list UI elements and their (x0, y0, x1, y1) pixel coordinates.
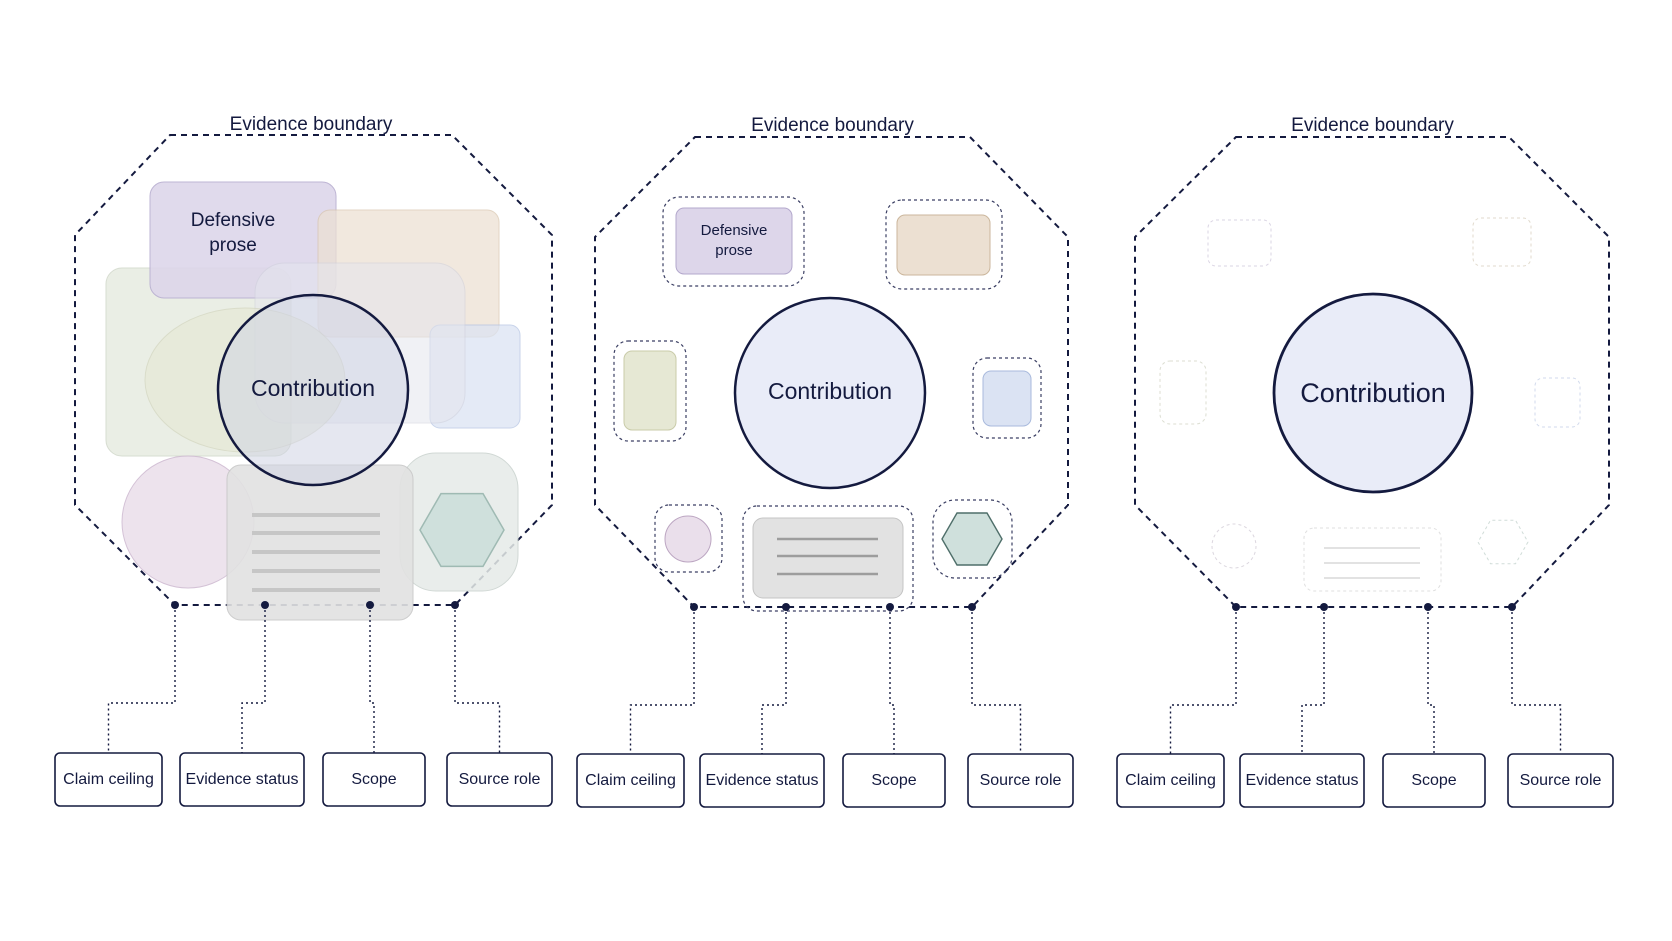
connector-line (369, 605, 375, 753)
connector-line (761, 607, 787, 754)
panel-title: Evidence boundary (1291, 115, 1454, 136)
contribution-label: Contribution (768, 378, 892, 404)
evidence-item-tan (896, 214, 991, 276)
attribute-label: Scope (1411, 772, 1456, 789)
boundary-contents: Contribution (1159, 217, 1581, 592)
defensive-prose-chip (675, 207, 793, 275)
container-teal (932, 499, 1013, 579)
boundary-contents: Contribution Defensive prose (105, 181, 521, 621)
container-blue (972, 357, 1042, 439)
evidence-item-hexagon (941, 512, 1003, 566)
attribute-label: Claim ceiling (63, 771, 154, 788)
contribution-circle (733, 296, 927, 490)
defensive-prose-label-1: Defensive (191, 210, 276, 231)
attribute-label: Source role (1520, 772, 1602, 789)
attribute-box (322, 752, 426, 807)
attribute-label: Evidence status (1246, 772, 1359, 789)
connector-line (971, 607, 1022, 754)
attribute-box (1116, 753, 1225, 808)
contribution-label: Contribution (251, 375, 375, 401)
attribute-box (446, 752, 553, 807)
attribute-box (842, 753, 946, 808)
ghost-item-blue (1534, 377, 1581, 428)
attribute-label: Source role (980, 772, 1062, 789)
connector-line (1427, 607, 1435, 754)
evidence-boundary (594, 136, 1069, 608)
attribute-box (699, 753, 825, 808)
container-pink (654, 504, 723, 573)
evidence-boundary (74, 134, 553, 606)
attribute-label: Claim ceiling (585, 772, 676, 789)
attribute-box (967, 753, 1074, 808)
ghost-item-pink (1211, 523, 1257, 569)
connector-line (629, 607, 695, 754)
container-purple (662, 196, 805, 287)
ghost-item-hexagon (1477, 519, 1529, 565)
ghost-item-gray (1303, 527, 1442, 592)
evidence-item-gray (226, 464, 414, 621)
attribute-label: Evidence status (706, 772, 819, 789)
evidence-item-olive (623, 350, 677, 431)
ghost-item-olive (1159, 360, 1207, 425)
container-olive (613, 340, 687, 442)
connector-line (241, 605, 266, 753)
ghost-item-purple (1207, 219, 1272, 267)
attribute-box (54, 752, 163, 807)
attribute-label: Claim ceiling (1125, 772, 1216, 789)
panel-title: Evidence boundary (751, 115, 914, 136)
attribute-box (1382, 753, 1486, 808)
attribute-label: Scope (351, 771, 396, 788)
evidence-boundary (1134, 136, 1610, 608)
attribute-box (179, 752, 305, 807)
defensive-prose-label-2: prose (209, 235, 257, 256)
evidence-item-pink (664, 515, 712, 563)
connector-line (889, 607, 895, 754)
connector-line (1169, 607, 1237, 754)
attribute-label: Evidence status (186, 771, 299, 788)
evidence-item-gray (752, 517, 904, 599)
contribution-label: Contribution (1300, 378, 1446, 408)
attribute-label: Source role (459, 771, 541, 788)
container-tan (885, 199, 1003, 290)
attribute-box (1507, 753, 1614, 808)
evidence-item-hexagon (419, 492, 505, 568)
attribute-box (576, 753, 685, 808)
evidence-item-blue (982, 370, 1032, 427)
contribution-circle (216, 293, 410, 487)
ghost-item-tan (1472, 217, 1532, 267)
defensive-prose-label-1: Defensive (701, 222, 768, 239)
connector-line (107, 605, 176, 753)
contribution-circle (1272, 292, 1474, 494)
connector-line (454, 605, 501, 753)
defensive-prose-label-2: prose (715, 242, 753, 259)
attribute-label: Scope (871, 772, 916, 789)
connector-line (1301, 607, 1325, 754)
connector-line (1511, 607, 1562, 754)
attribute-box (1239, 753, 1365, 808)
panel-title: Evidence boundary (230, 114, 393, 135)
